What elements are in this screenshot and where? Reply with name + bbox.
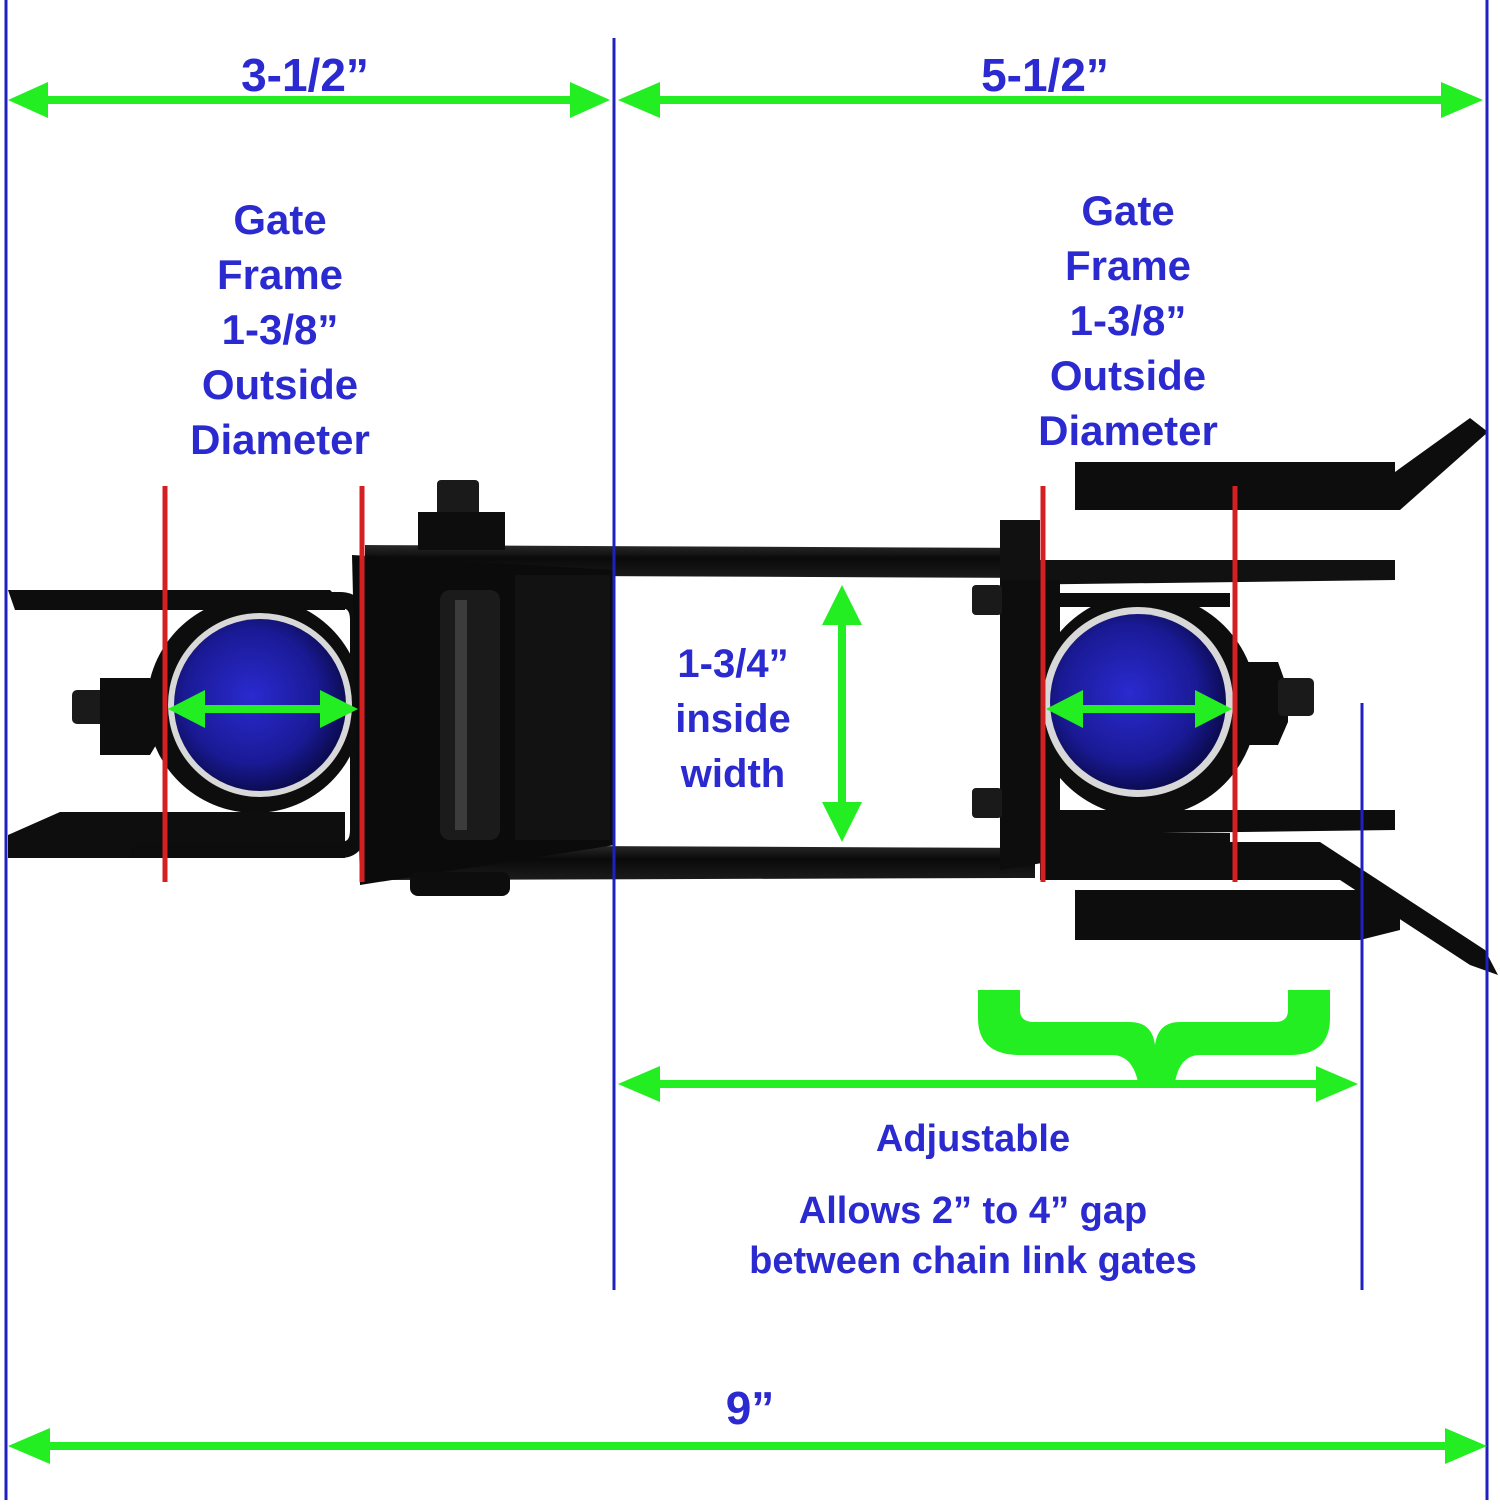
right-nut <box>1238 662 1288 745</box>
right-clamp-bottom-plate <box>1075 890 1400 940</box>
gate-frame-left-line-5: Diameter <box>190 416 370 463</box>
latch-hardware <box>8 418 1498 975</box>
gate-frame-right-line-1: Gate <box>1081 187 1175 234</box>
right-lower-bracket <box>1005 810 1395 835</box>
dimension-arrows <box>8 82 1487 1464</box>
right-pipe-insert <box>1050 614 1226 790</box>
gate-frame-left-line-2: Frame <box>216 251 344 298</box>
arrow-left-pipe-diameter <box>168 690 358 728</box>
top-nut <box>418 512 505 550</box>
inside-width-label: 1-3/4” inside width <box>648 637 818 802</box>
gate-frame-right-line-3: 1-3/8” <box>1069 297 1187 344</box>
bottom-washer <box>410 872 510 896</box>
left-nut <box>100 678 162 755</box>
dimension-left-section: 3-1/2” <box>241 49 369 101</box>
adjustable-line-2: between chain link gates <box>749 1240 1197 1282</box>
gate-frame-left-label: Gate Frame 1-3/8” Outside Diameter <box>140 192 420 467</box>
adjustable-line-1: Allows 2” to 4” gap <box>798 1190 1148 1232</box>
arrow-right-pipe-diameter <box>1046 690 1232 728</box>
adjustable-brace <box>978 990 1330 1082</box>
frame-markers <box>162 486 1238 882</box>
inside-width-line-3: width <box>680 752 786 796</box>
gate-frame-right-line-2: Frame <box>1064 242 1192 289</box>
inside-width-line-1: 1-3/4” <box>677 642 789 686</box>
reference-lines <box>4 0 1489 1500</box>
arrow-adjustable <box>618 1066 1358 1102</box>
gate-frame-left-line-4: Outside <box>201 361 359 408</box>
arrow-left-section <box>8 82 610 118</box>
dimension-overall: 9” <box>725 1382 775 1434</box>
arrow-overall <box>8 1428 1487 1464</box>
gate-frame-right-label: Gate Frame 1-3/8” Outside Diameter <box>988 183 1268 458</box>
gate-frame-left-line-1: Gate <box>233 196 327 243</box>
adjustable-title: Adjustable <box>875 1118 1071 1160</box>
hinge-sleeve <box>440 590 500 840</box>
gate-frame-right-line-5: Diameter <box>1038 407 1218 454</box>
right-bolt-thread <box>1278 678 1314 716</box>
gate-frame-left-line-3: 1-3/8” <box>221 306 339 353</box>
right-clamp-top-bracket <box>1075 418 1488 510</box>
arrow-inside-width <box>822 585 862 842</box>
top-bolt-thread <box>437 480 479 516</box>
gate-frame-right-line-4: Outside <box>1049 352 1207 399</box>
dimension-right-section: 5-1/2” <box>981 49 1109 101</box>
inside-width-line-2: inside <box>675 697 791 741</box>
arrow-right-section <box>618 82 1483 118</box>
